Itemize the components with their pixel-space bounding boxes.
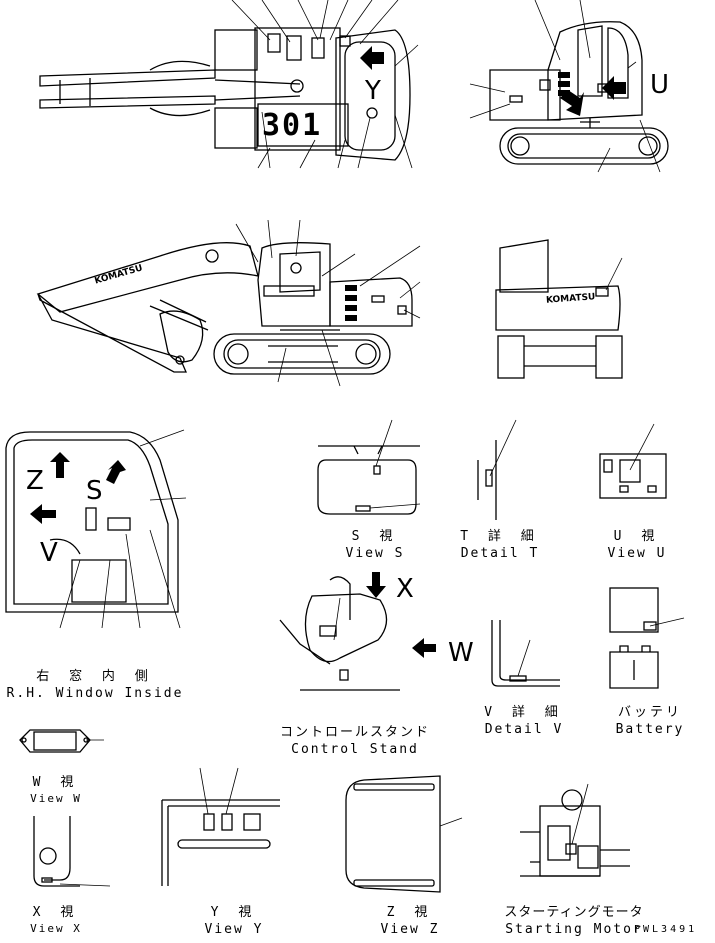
- caption-view-u-jp: U 視: [613, 529, 661, 544]
- caption-view-w: W 視 View W: [18, 776, 94, 804]
- rh-window-inside-view: [5, 429, 187, 629]
- caption-view-y-jp: Y 視: [210, 905, 258, 920]
- caption-view-y: Y 視 View Y: [194, 906, 274, 936]
- caption-view-s-en: View S: [345, 546, 405, 561]
- caption-battery: バッテリ Battery: [608, 706, 692, 736]
- view-z-panel: [345, 775, 463, 893]
- caption-detail-v-jp: V 詳 細: [484, 705, 564, 720]
- caption-view-x: X 視 View X: [18, 906, 94, 934]
- caption-view-y-en: View Y: [204, 922, 264, 937]
- view-letter-w: W: [448, 638, 474, 668]
- view-letter-s: S: [86, 476, 103, 506]
- caption-starting-motor-en: Starting Motor: [505, 922, 643, 937]
- caption-control-stand-en: Control Stand: [291, 742, 419, 757]
- view-u-panel: [599, 423, 667, 499]
- top-plan-view: [39, 0, 419, 169]
- view-letter-z: Z: [26, 466, 44, 496]
- caption-rh-window-inside: 右 窓 内 側 R.H. Window Inside: [0, 670, 190, 700]
- control-stand-view: [279, 572, 436, 691]
- caption-detail-v-en: Detail V: [484, 722, 564, 737]
- caption-view-w-jp: W 視: [32, 775, 80, 790]
- caption-view-z-en: View Z: [380, 922, 440, 937]
- caption-control-stand-jp: コントロールスタンド: [280, 725, 431, 740]
- view-letter-v: V: [40, 538, 58, 568]
- excavator-rear-view: [495, 239, 623, 379]
- view-letter-u: U: [650, 70, 670, 100]
- view-s-panel: [317, 419, 421, 515]
- battery-view: [609, 587, 685, 689]
- caption-view-s-jp: S 視: [351, 529, 399, 544]
- view-x-panel: [33, 816, 111, 887]
- caption-detail-t-jp: T 詳 細: [460, 529, 540, 544]
- caption-view-u: U 視 View U: [592, 530, 682, 560]
- excavator-side-view: [36, 219, 421, 387]
- caption-control-stand: コントロールスタンド Control Stand: [280, 726, 430, 756]
- top-view-number: 301: [262, 108, 323, 143]
- detail-t-panel: [477, 419, 517, 520]
- caption-view-z: Z 視 View Z: [370, 906, 450, 936]
- caption-detail-t: T 詳 細 Detail T: [452, 530, 548, 560]
- caption-battery-jp: バッテリ: [617, 705, 682, 720]
- view-w-panel: [19, 729, 104, 753]
- caption-view-s: S 視 View S: [330, 530, 420, 560]
- caption-view-x-jp: X 視: [32, 905, 80, 920]
- view-letter-y-top: Y: [365, 76, 381, 106]
- caption-detail-v: V 詳 細 Detail V: [476, 706, 572, 736]
- view-y-panel: [161, 767, 280, 886]
- detail-v-panel: [491, 620, 560, 687]
- drawing-code: PWL3491: [634, 924, 698, 935]
- caption-starting-motor-jp: スターティングモータ: [504, 905, 644, 920]
- view-letter-x: X: [396, 574, 414, 604]
- caption-view-x-en: View X: [30, 922, 82, 935]
- caption-battery-en: Battery: [615, 722, 685, 737]
- caption-starting-motor: スターティングモータ Starting Motor: [504, 906, 644, 936]
- caption-view-u-en: View U: [607, 546, 667, 561]
- caption-detail-t-en: Detail T: [460, 546, 540, 561]
- caption-view-w-en: View W: [30, 792, 82, 805]
- starting-motor-view: [520, 783, 630, 877]
- caption-view-z-jp: Z 視: [386, 905, 434, 920]
- caption-rh-window-en: R.H. Window Inside: [6, 686, 184, 701]
- side-view-right: [469, 0, 669, 173]
- caption-rh-window-jp: 右 窓 内 側: [36, 669, 154, 684]
